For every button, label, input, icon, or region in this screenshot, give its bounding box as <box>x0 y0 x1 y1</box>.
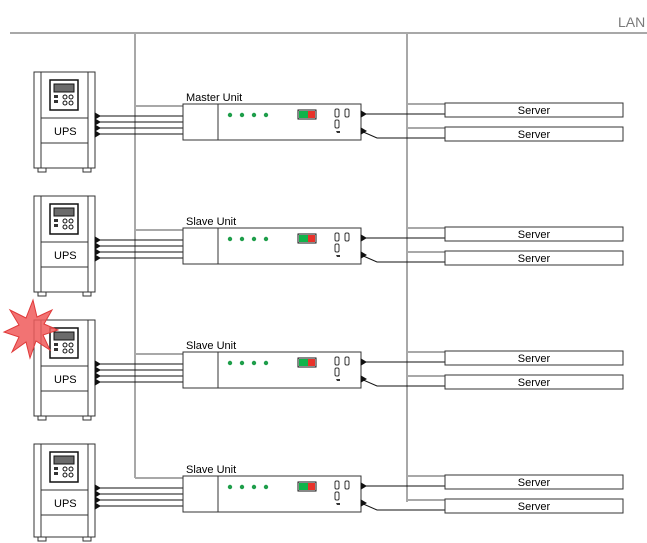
ups-signal-lines <box>94 360 183 386</box>
status-led <box>263 236 269 242</box>
status-led <box>263 360 269 366</box>
ups-unit: UPS <box>33 71 96 173</box>
server-signal-lines <box>360 358 445 387</box>
ups-label: UPS <box>54 250 77 262</box>
status-led <box>263 112 269 118</box>
control-unit: Master Unit <box>182 92 362 141</box>
server-signal-lines <box>360 234 445 263</box>
ups-display <box>53 331 75 341</box>
server: Server <box>444 102 624 118</box>
status-led <box>251 112 257 118</box>
status-led <box>239 236 245 242</box>
ups-button <box>62 218 68 224</box>
ups-display <box>53 83 75 93</box>
ups-label: UPS <box>54 126 77 138</box>
row-2: UPS Slave Unit <box>2 298 624 421</box>
unit-label: Slave Unit <box>186 216 236 228</box>
ups-label: UPS <box>54 498 77 510</box>
status-led <box>239 484 245 490</box>
status-led <box>251 360 257 366</box>
status-led <box>239 360 245 366</box>
status-led <box>227 112 233 118</box>
ups-signal-lines <box>94 484 183 510</box>
row-3: UPS Slave Unit <box>33 443 624 542</box>
port-icon <box>344 232 350 242</box>
row-0: UPS Master Unit <box>33 71 624 173</box>
ups-button <box>62 466 68 472</box>
server: Server <box>444 474 624 490</box>
fault-burst-icon <box>2 298 60 360</box>
status-led <box>227 360 233 366</box>
status-led <box>251 484 257 490</box>
status-led <box>227 236 233 242</box>
unit-label: Slave Unit <box>186 464 236 476</box>
ups-signal-lines <box>94 112 183 138</box>
server: Server <box>444 226 624 242</box>
control-unit: Slave Unit <box>182 340 362 389</box>
unit-label: Slave Unit <box>186 340 236 352</box>
ups-unit: UPS <box>33 443 96 542</box>
server-signal-lines <box>360 110 445 139</box>
port-icon <box>334 108 340 118</box>
ups-unit: UPS <box>33 319 96 421</box>
status-led <box>227 484 233 490</box>
server-label: Server <box>518 477 551 489</box>
server: Server <box>444 250 624 266</box>
server-label: Server <box>518 229 551 241</box>
row-1: UPS Slave Unit <box>33 195 624 297</box>
server-label: Server <box>518 501 551 513</box>
control-unit: Slave Unit <box>182 464 362 513</box>
ups-display <box>53 455 75 465</box>
ups-button <box>62 94 68 100</box>
control-unit: Slave Unit <box>182 216 362 265</box>
port-icon <box>334 356 340 366</box>
port-icon <box>344 108 350 118</box>
server-signal-lines <box>360 482 445 511</box>
server-label: Server <box>518 253 551 265</box>
port-icon <box>334 480 340 490</box>
server-label: Server <box>518 353 551 365</box>
server-label: Server <box>518 129 551 141</box>
unit-label: Master Unit <box>186 92 242 104</box>
ups-display <box>53 207 75 217</box>
status-led <box>239 112 245 118</box>
server: Server <box>444 374 624 390</box>
status-led <box>251 236 257 242</box>
status-led <box>263 484 269 490</box>
server-label: Server <box>518 105 551 117</box>
ups-unit: UPS <box>33 195 96 297</box>
port-icon <box>334 232 340 242</box>
lan-label: LAN <box>618 14 645 30</box>
ups-button <box>62 342 68 348</box>
server: Server <box>444 350 624 366</box>
server-label: Server <box>518 377 551 389</box>
port-icon <box>344 356 350 366</box>
server: Server <box>444 498 624 514</box>
ups-signal-lines <box>94 236 183 262</box>
port-icon <box>344 480 350 490</box>
ups-label: UPS <box>54 374 77 386</box>
server: Server <box>444 126 624 142</box>
